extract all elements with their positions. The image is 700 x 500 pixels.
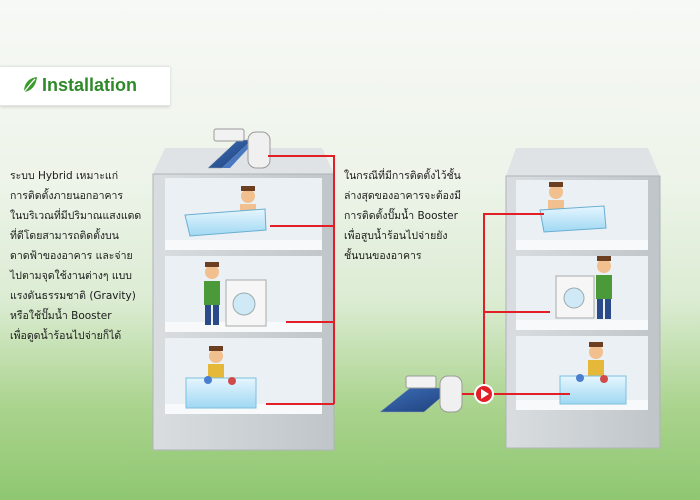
section-title: Installation	[42, 75, 138, 95]
left-description: ระบบ Hybrid เหมาะแก่ การติดตั้งภายนอกอาค…	[10, 166, 141, 346]
booster-pump	[474, 384, 494, 404]
left-description-line: ในบริเวณที่มีปริมาณแสงแดด	[10, 210, 142, 222]
bathtub-person-left	[184, 186, 267, 237]
installation-banner: Installation	[0, 66, 170, 106]
washbasin-person-left	[185, 346, 257, 409]
left-description-line: ไปตามจุดใช้งานต่างๆ แบบ	[10, 270, 132, 282]
laundry-person-right	[555, 256, 612, 319]
right-description-line: ในกรณีที่มีการติดตั้งไว้ชั้น	[344, 170, 461, 182]
left-description-line: ดาดฟ้าของอาคาร และจ่าย	[10, 250, 133, 262]
left-description-line: ที่ดีโดยสามารถติดตั้งบน	[10, 230, 119, 242]
left-description-line: ระบบ Hybrid เหมาะแก่	[10, 170, 119, 182]
left-description-line: แรงดันธรรมชาติ (Gravity)	[10, 290, 136, 302]
left-description-line: หรือใช้ปั๊มน้ำ Booster	[10, 310, 112, 322]
right-description-line: การติดตั้งปั๊มน้ำ Booster	[344, 210, 458, 222]
rooftop-solar-heater	[207, 128, 271, 169]
leaf-icon	[23, 77, 37, 93]
right-description: ในกรณีที่มีการติดตั้งไว้ชั้น ล่างสุดของอ…	[344, 166, 461, 266]
ground-solar-heater	[379, 375, 463, 413]
bathtub-person-right	[539, 182, 607, 233]
hot-water-pipe-left	[266, 155, 335, 405]
laundry-person-left	[204, 262, 267, 327]
left-description-line: เพื่อดูดน้ำร้อนไปจ่ายก็ได้	[10, 330, 122, 342]
right-description-line: ชั้นบนของอาคาร	[344, 250, 422, 262]
left-description-line: การติดตั้งภายนอกอาคาร	[10, 190, 124, 202]
washbasin-person-right	[559, 342, 627, 405]
hot-water-pipe-right	[462, 213, 570, 395]
right-description-line: เพื่อสูบน้ำร้อนไปจ่ายยัง	[344, 230, 448, 242]
right-description-line: ล่างสุดของอาคารจะต้องมี	[344, 190, 462, 202]
